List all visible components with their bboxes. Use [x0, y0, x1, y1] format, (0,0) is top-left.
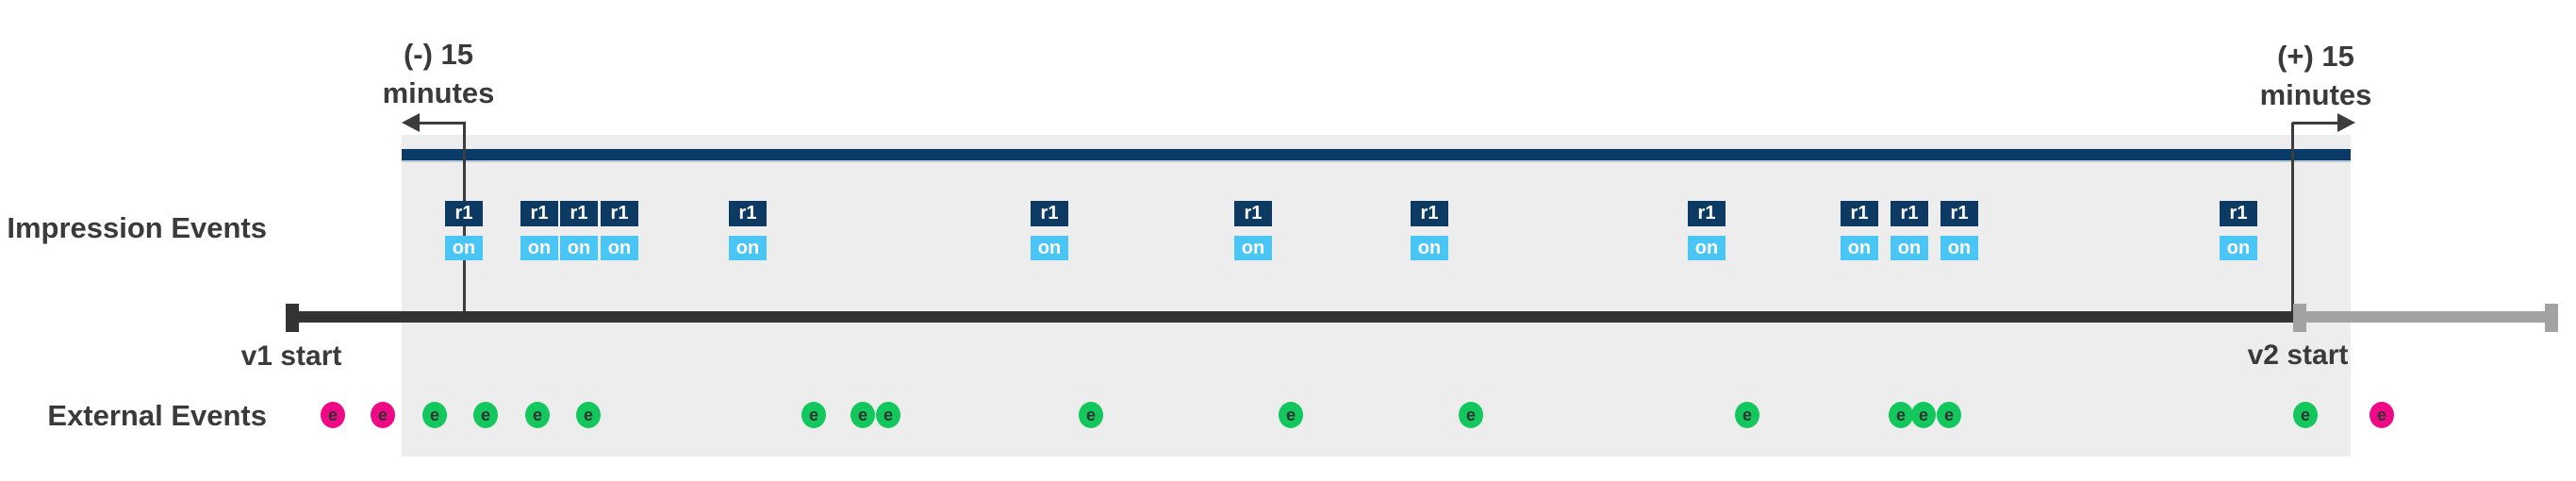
impression-rule-badge: r1: [601, 201, 638, 226]
plus-window-label: (+) 15 minutes: [2221, 37, 2410, 114]
impression-state-badge: on: [601, 236, 638, 260]
impression-rule-badge: r1: [520, 201, 558, 226]
impression-state-badge: on: [1411, 236, 1448, 260]
minus-window-arrow-head-icon: [402, 113, 420, 132]
impression-rule-badge: r1: [2220, 201, 2257, 226]
impression-event-marker: r1 on: [2220, 201, 2257, 260]
external-event-dot-green: e: [1279, 402, 1303, 428]
external-events-label: External Events: [47, 399, 267, 432]
external-event-dot-green: e: [801, 402, 826, 428]
impression-state-badge: on: [1940, 236, 1978, 260]
impression-rule-badge: r1: [1891, 201, 1928, 226]
plus-window-label-line2: minutes: [2259, 78, 2372, 111]
minus-window-label: (-) 15 minutes: [344, 35, 533, 112]
timeline-v1-segment: [292, 311, 2293, 323]
external-event-dot-green: e: [1937, 402, 1961, 428]
external-event-dot-green: e: [1079, 402, 1103, 428]
campaign-bar: [402, 149, 2351, 162]
impression-state-badge: on: [445, 236, 483, 260]
impression-state-badge: on: [1234, 236, 1272, 260]
impression-event-marker: r1 on: [560, 201, 598, 260]
timeline-v2-segment: [2293, 311, 2558, 323]
v1-start-label: v1 start: [240, 340, 342, 372]
v2-start-cap: [2293, 304, 2306, 332]
impression-state-badge: on: [2220, 236, 2257, 260]
external-event-dot-green: e: [422, 402, 447, 428]
impression-rule-badge: r1: [729, 201, 767, 226]
external-event-dot-green: e: [1911, 402, 1936, 428]
external-event-dot-green: e: [1889, 402, 1913, 428]
external-event-dot-green: e: [850, 402, 875, 428]
impression-event-marker: r1 on: [1411, 201, 1448, 260]
external-event-dot-green: e: [473, 402, 498, 428]
impression-event-marker: r1 on: [1891, 201, 1928, 260]
impression-event-marker: r1 on: [1234, 201, 1272, 260]
impression-state-badge: on: [1688, 236, 1726, 260]
minus-window-label-line2: minutes: [382, 76, 495, 109]
external-event-dot-green: e: [525, 402, 550, 428]
impression-events-label: Impression Events: [7, 211, 267, 244]
external-event-dot-green: e: [2293, 402, 2318, 428]
external-event-dot-green: e: [876, 402, 900, 428]
impression-rule-badge: r1: [1940, 201, 1978, 226]
impression-rule-badge: r1: [1234, 201, 1272, 226]
external-event-dot-green: e: [1459, 402, 1483, 428]
impression-state-badge: on: [1841, 236, 1878, 260]
plus-window-label-line1: (+) 15: [2277, 40, 2354, 73]
impression-rule-badge: r1: [1688, 201, 1726, 226]
minus-window-arrow-line: [418, 122, 466, 124]
impression-rule-badge: r1: [1411, 201, 1448, 226]
plus-window-arrow-head-icon: [2337, 113, 2355, 132]
impression-state-badge: on: [560, 236, 598, 260]
impression-event-marker: r1 on: [520, 201, 558, 260]
impression-event-marker: r1 on: [1940, 201, 1978, 260]
timeline-end-cap: [2545, 304, 2558, 332]
impression-state-badge: on: [1031, 236, 1068, 260]
impression-rule-badge: r1: [445, 201, 483, 226]
external-event-dot-green: e: [1735, 402, 1759, 428]
impression-event-marker: r1 on: [1031, 201, 1068, 260]
impression-state-badge: on: [1891, 236, 1928, 260]
external-event-dot-magenta: e: [321, 402, 345, 428]
external-event-dot-magenta: e: [371, 402, 395, 428]
impression-rule-badge: r1: [1031, 201, 1068, 226]
impression-event-marker: r1 on: [1841, 201, 1878, 260]
plus-window-arrow-line: [2292, 122, 2339, 124]
collection-window-background: [402, 135, 2351, 456]
impression-event-marker: r1 on: [1688, 201, 1726, 260]
impression-state-badge: on: [520, 236, 558, 260]
external-event-dot-magenta: e: [2370, 402, 2394, 428]
impression-rule-badge: r1: [560, 201, 598, 226]
plus-window-guide-line: [2291, 123, 2294, 311]
impression-state-badge: on: [729, 236, 767, 260]
v2-start-label: v2 start: [2247, 340, 2349, 371]
minus-window-label-line1: (-) 15: [403, 38, 474, 71]
impression-rule-badge: r1: [1841, 201, 1878, 226]
impression-event-marker: r1 on: [445, 201, 483, 260]
impression-event-marker: r1 on: [601, 201, 638, 260]
impression-event-marker: r1 on: [729, 201, 767, 260]
external-event-dot-green: e: [576, 402, 601, 428]
